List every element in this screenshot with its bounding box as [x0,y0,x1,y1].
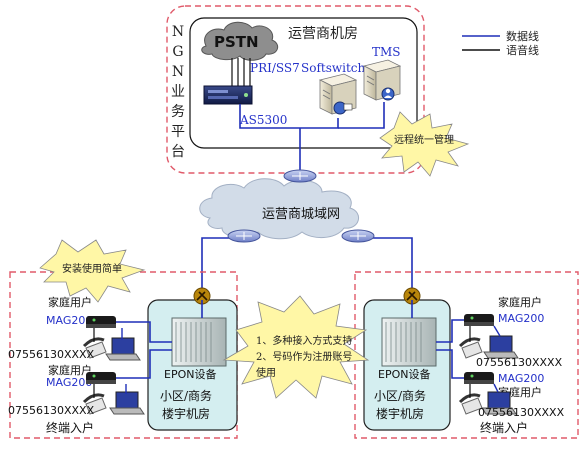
left-user2-device: MAG200 [46,376,92,389]
ngn-platform-border [166,5,425,174]
right-user2-laptop-icon [481,391,517,415]
left-user1-gateway-icon [86,316,116,328]
ngn-side-char: N [172,24,184,40]
right-user2-number: 07556130XXXX [478,406,565,419]
right-room-line1: 小区/商务 [374,388,426,403]
right-user1-laptop-icon [483,335,519,359]
ngn-side-char: 业 [171,84,185,100]
ngn-data-links [239,102,385,174]
pri-ss7-label: PRI/SS7 [250,61,300,75]
left-site-links [93,300,203,398]
left-user1-number: 07556130XXXX [8,348,95,361]
operator-room-title: 运营商机房 [288,26,358,42]
left-epon-device-icon [171,317,227,367]
center-feature-burst [222,295,370,399]
pstn-label: PSTN [214,33,259,51]
ngn-side-char: G [172,44,183,60]
install-simple-burst [39,239,146,303]
install-simple-label: 安装使用简单 [62,262,122,275]
right-user1-number: 07556130XXXX [476,356,563,369]
ngn-side-char: 务 [171,104,185,120]
tms-server-icon [362,59,402,101]
right-site-links [411,300,501,398]
softswitch-server-icon [318,73,358,115]
metro-network-label: 运营商城域网 [262,207,340,222]
center-note-line2: 2、号码作为注册账号 [256,350,352,363]
pstn-trunk-lines [231,58,251,86]
as5300-label: AS5300 [239,113,287,127]
softswitch-label: Softswitch [301,61,366,75]
core-router-icon [283,169,317,183]
right-user1-gateway-icon [464,314,494,326]
ngn-side-label: N G N 业 务 平 台 [171,24,185,160]
left-user2-gateway-icon [86,372,116,384]
legend-voice-label: 语音线 [506,43,539,57]
right-tools-icon [403,287,421,305]
pstn-cloud-icon [201,21,279,61]
left-user2-title: 家庭用户 [48,363,92,377]
legend: 数据线 语音线 [462,29,539,57]
ngn-side-char: 台 [171,144,185,160]
right-access-label: 终端入户 [480,420,528,435]
left-epon-label: EPON设备 [164,367,216,381]
right-user2-device: MAG200 [498,372,544,385]
remote-management-burst [379,111,470,177]
left-user1-title: 家庭用户 [48,295,92,309]
right-epon-device-icon [381,317,437,367]
left-user2-number: 07556130XXXX [8,404,95,417]
right-epon-label: EPON设备 [378,367,430,381]
legend-data-label: 数据线 [506,29,539,43]
left-room-line2: 楼宇机房 [162,406,210,421]
right-user1-title: 家庭用户 [498,295,542,309]
tms-label: TMS [372,45,401,59]
ngn-side-char: N [172,64,184,80]
center-note-line3: 使用 [256,366,276,379]
right-user2-gateway-icon [464,372,494,384]
ngn-side-char: 平 [171,124,185,140]
left-user2-laptop-icon [109,391,145,415]
right-user1-device: MAG200 [498,312,544,325]
right-room-line2: 楼宇机房 [376,406,424,421]
left-user1-device: MAG200 [46,314,92,327]
right-router-icon [341,229,375,243]
left-access-label: 终端入户 [46,420,94,435]
center-note-line1: 1、多种接入方式支持 [256,334,352,347]
left-room-line1: 小区/商务 [160,388,212,403]
left-router-icon [227,229,261,243]
remote-management-label: 远程统一管理 [394,133,454,146]
left-user1-laptop-icon [105,337,141,361]
as5300-server-icon [203,85,253,105]
